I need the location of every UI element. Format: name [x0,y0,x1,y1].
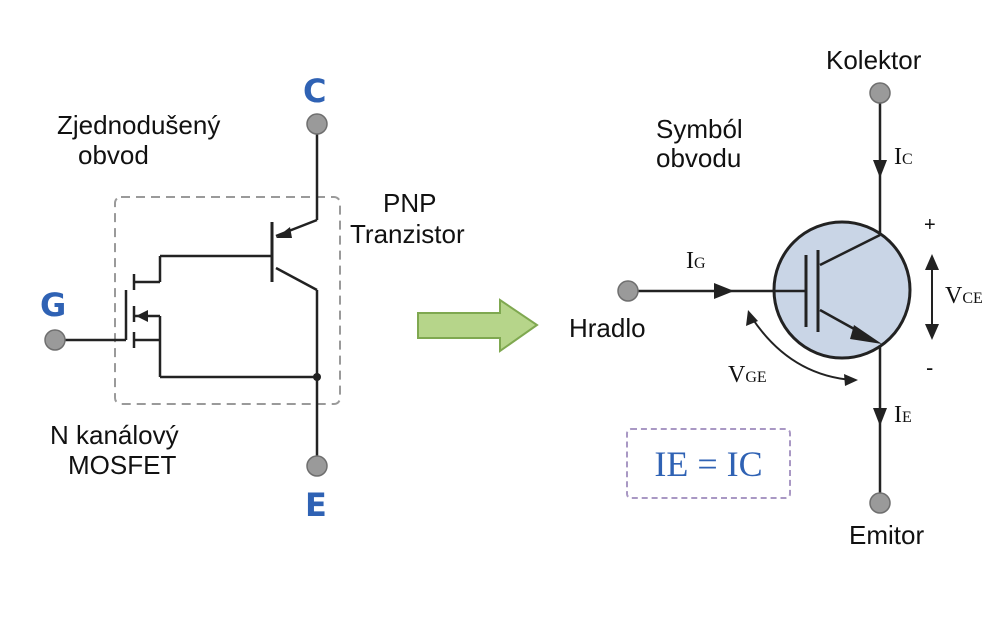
vce-label: VCE [945,283,983,309]
terminal-c-label: C [303,72,327,110]
simplified-caption-line2: obvod [78,140,149,170]
plus-sign: + [924,214,936,236]
pnp-emitter-arrow [276,227,292,238]
vge-curve [751,317,853,381]
terminal-e-label: E [305,486,327,524]
terminal-c-node [306,113,328,135]
emitor-node [869,492,891,514]
ic-label: IC [894,144,913,170]
vce-arrow-up [925,254,939,270]
symbol-caption-line1: Symból [656,114,743,144]
symbol-wiring [638,102,882,494]
mosfet-label-line1: N kanálový [50,420,179,450]
mosfet-boundary-box [114,196,341,405]
ie-label: IE [894,402,912,428]
ig-label: IG [686,248,706,274]
simplified-caption-line1: Zjednodušený [57,110,221,140]
symbol-emitter-arrow [850,325,882,344]
vge-label: VGE [728,362,767,388]
current-equation: IE = IC [654,443,763,484]
mosfet-label-line2: MOSFET [68,450,177,480]
simplified-circuit-wiring [63,134,319,458]
ie-arrow [873,408,887,426]
symbol-caption-line2: obvodu [656,143,742,173]
mosfet-body-arrow [136,310,148,322]
terminal-e-node [306,455,328,477]
hradlo-label: Hradlo [569,313,646,343]
pnp-label-line2: Tranzistor [350,219,465,249]
terminal-g-node [44,329,66,351]
vge-arrow-start [746,310,758,326]
vce-arrow-down [925,324,939,340]
ic-arrow [873,160,887,178]
current-equation-box: IE = IC [626,428,791,499]
emitor-label: Emitor [849,520,925,550]
ig-arrow [714,283,734,299]
pnp-label-line1: PNP [383,188,437,218]
terminal-g-label: G [40,286,67,324]
transition-arrow [417,298,539,353]
vge-arrow-end [844,374,858,386]
minus-sign: - [926,355,934,380]
junction-dot [313,373,321,381]
kolektor-label: Kolektor [826,45,922,75]
hradlo-node [617,280,639,302]
kolektor-node [869,82,891,104]
